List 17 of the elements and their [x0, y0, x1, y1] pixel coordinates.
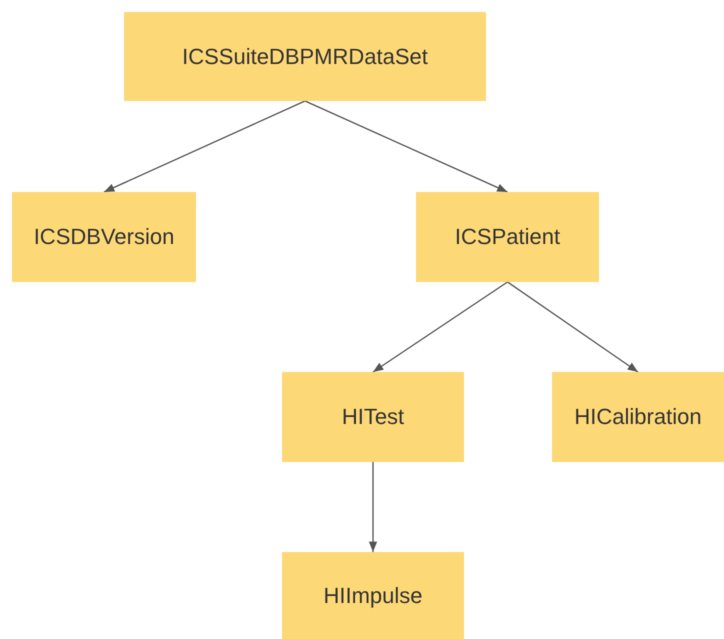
arrow: [104, 100, 306, 193]
class-name: HITest: [342, 404, 404, 430]
class-name: HIImpulse: [323, 582, 423, 608]
class-box: [124, 12, 486, 101]
arrow: [368, 462, 378, 552]
class-box: [282, 552, 464, 639]
class-box: [552, 372, 724, 462]
arrow: [372, 281, 508, 373]
class-name: HICalibration: [574, 404, 702, 430]
class-box: [282, 372, 464, 462]
arrow: [507, 281, 638, 373]
class-name: ICSSuiteDBPMRDataSet: [182, 44, 428, 70]
class-box: [416, 192, 599, 282]
class-name: ICSDBVersion: [34, 224, 174, 250]
class-box: [12, 192, 196, 282]
arrow: [304, 100, 508, 193]
class-name: ICSPatient: [454, 224, 560, 250]
